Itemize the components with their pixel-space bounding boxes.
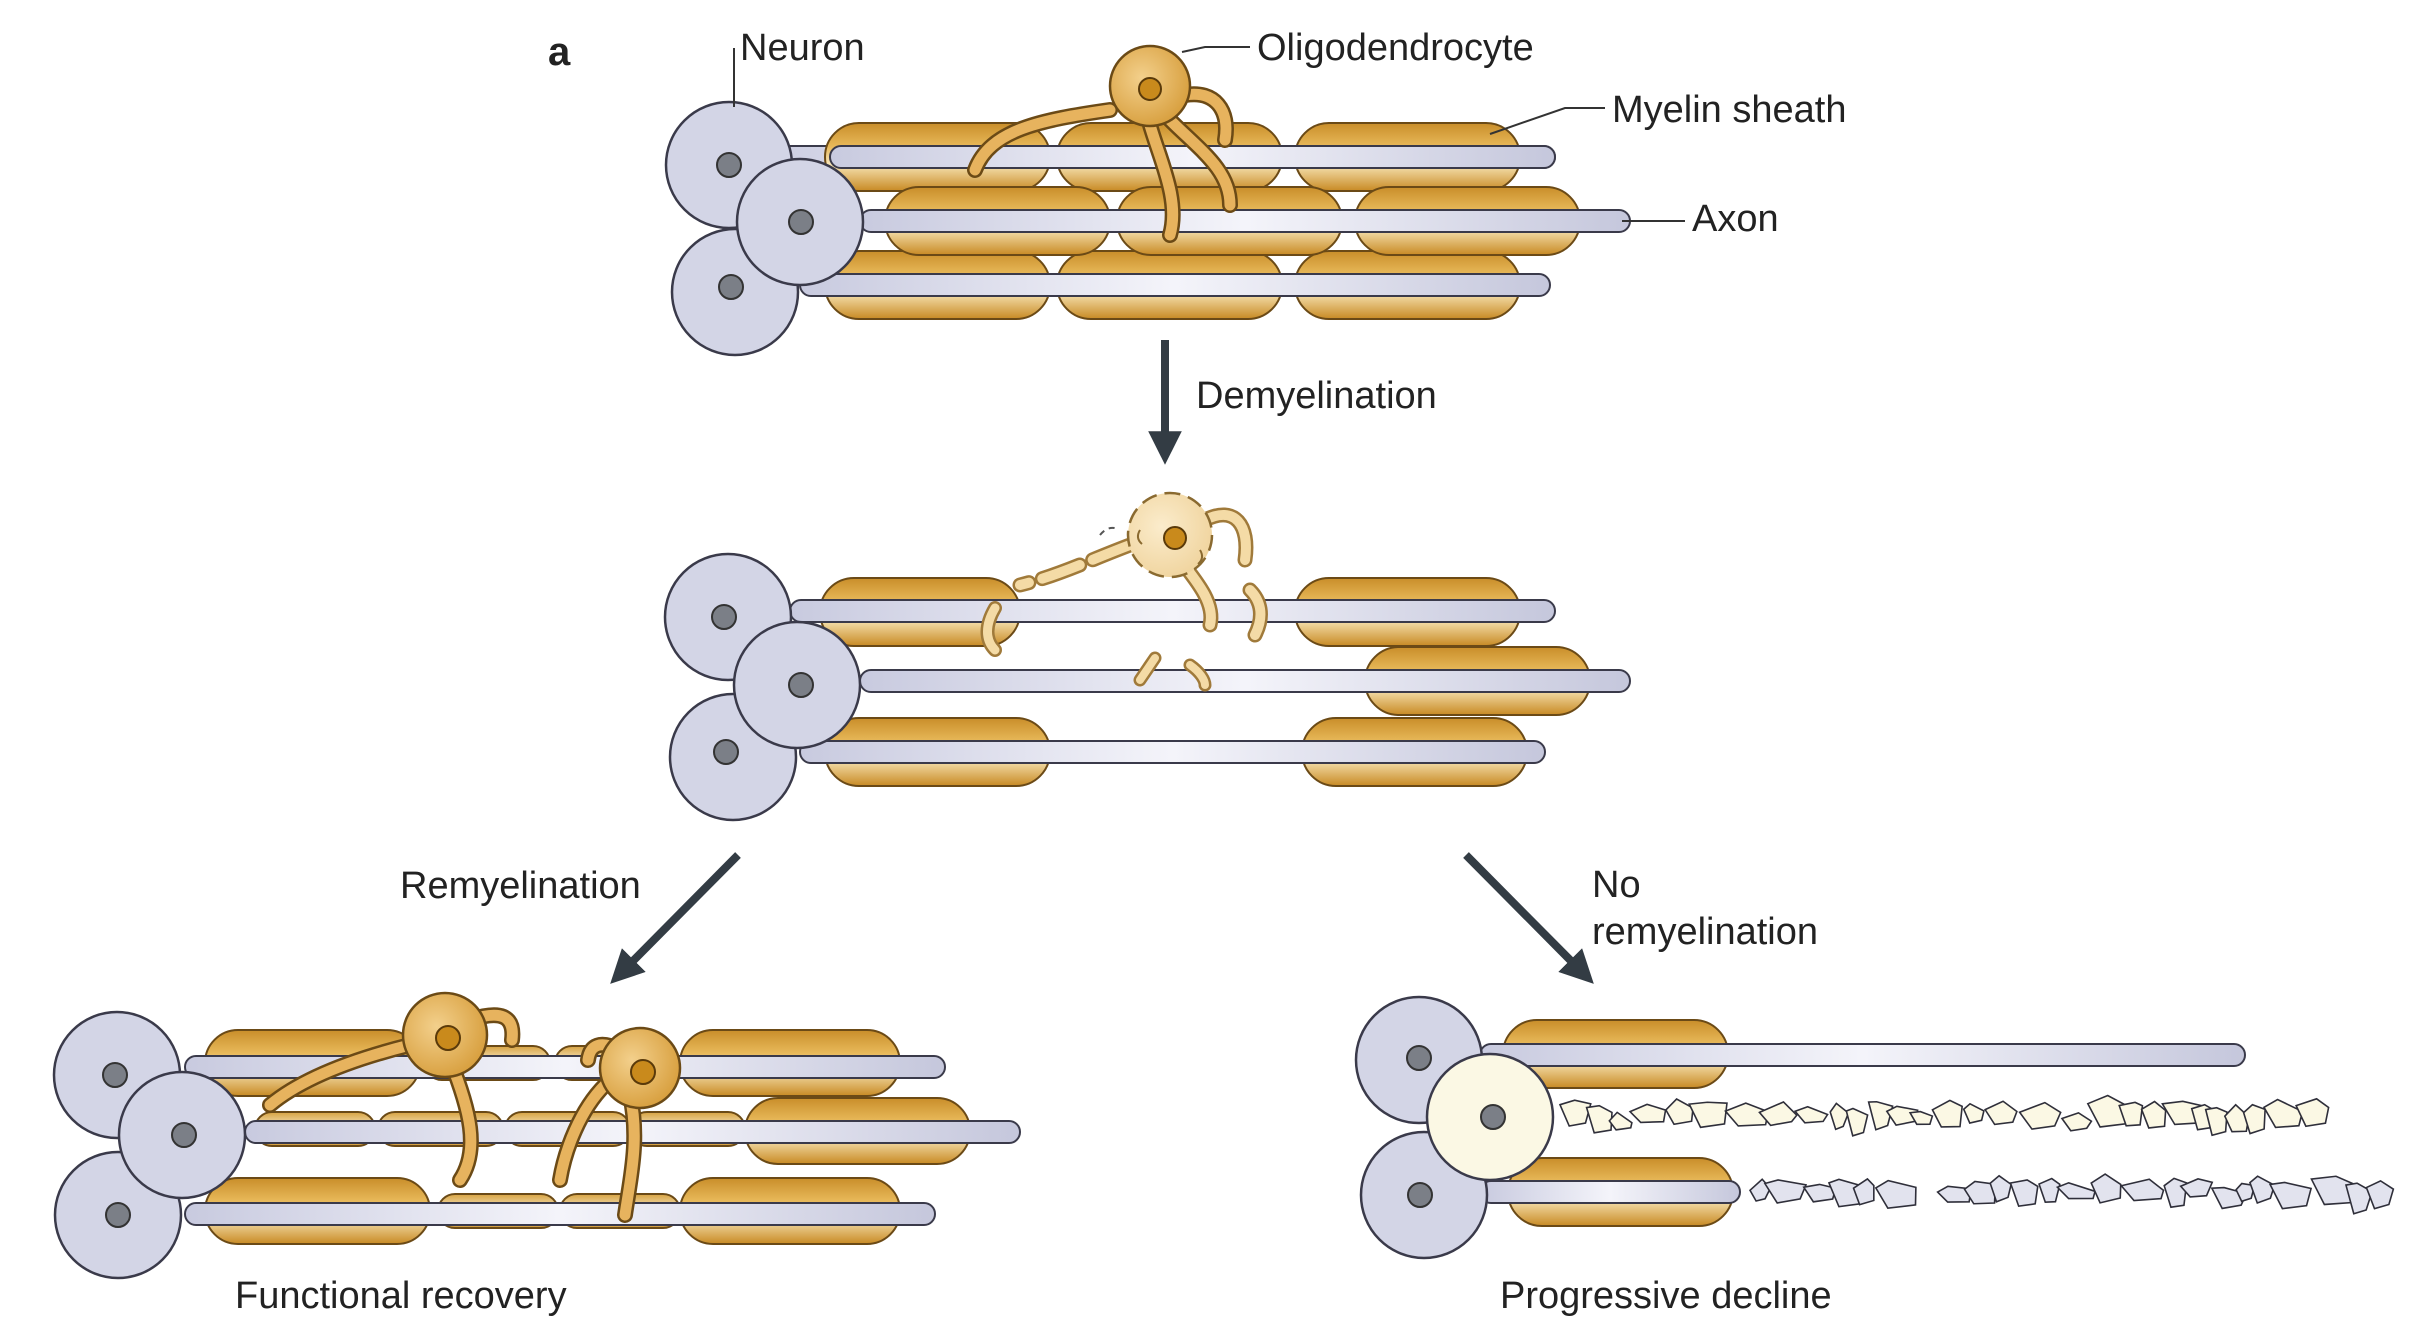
oligodendrocyte <box>552 1026 682 1223</box>
axon-fragment <box>1558 1099 1592 1127</box>
axon-fragment <box>2060 1111 2093 1132</box>
axon <box>859 669 1631 693</box>
axon-fragment <box>1758 1101 1798 1127</box>
axon-fragment <box>2018 1101 2062 1130</box>
nucleus <box>1407 1182 1433 1208</box>
axon-fragment <box>2118 1101 2144 1127</box>
nucleus <box>711 604 737 630</box>
axon-fragment <box>2204 1106 2228 1137</box>
nucleus <box>788 209 814 235</box>
axon-fragment <box>1931 1099 1964 1128</box>
nucleus <box>105 1202 131 1228</box>
axon <box>184 1202 936 1226</box>
label-no-remyelination-line2: remyelination <box>1592 911 1818 953</box>
remyelinated-panel: Functional recovery <box>52 991 1021 1317</box>
axon-fragment <box>2248 1175 2276 1205</box>
label-progressive-decline: Progressive decline <box>1500 1275 1832 1317</box>
axon-fragment <box>1874 1179 1917 1209</box>
axon-fragment <box>1688 1101 1728 1129</box>
label-remyelination: Remyelination <box>400 865 641 907</box>
nucleus <box>171 1122 197 1148</box>
axon-fragment <box>1852 1177 1875 1206</box>
axon-fragment <box>2344 1182 2374 1215</box>
degenerating-panel: Progressive decline <box>1354 995 2395 1317</box>
axon <box>799 740 1546 764</box>
label-functional-recovery: Functional recovery <box>235 1275 567 1317</box>
axon-fragment <box>2365 1179 2395 1210</box>
axon-fragment <box>2055 1181 2097 1200</box>
leader-line-oligodendrocyte <box>1181 46 1250 53</box>
axon-fragment <box>2119 1178 2165 1202</box>
axon-fragment <box>1793 1105 1829 1124</box>
axon-fragment <box>2268 1181 2313 1210</box>
nucleus <box>713 739 739 765</box>
label-neuron: Neuron <box>740 27 865 69</box>
axon-fragment <box>1989 1174 2013 1203</box>
nucleus <box>102 1062 128 1088</box>
axon-fragment <box>2262 1098 2304 1129</box>
oligodendrocyte <box>967 44 1238 243</box>
axon-fragment <box>1845 1107 1869 1137</box>
axon-fragment <box>2140 1100 2167 1129</box>
arrow-remyelination <box>610 852 741 984</box>
axon-debris <box>1558 1094 2395 1215</box>
label-demyelination: Demyelination <box>1196 375 1437 417</box>
label-no-remyelination-line1: No <box>1592 864 1641 906</box>
axon <box>1479 1180 1741 1204</box>
axon-fragment <box>2179 1178 2214 1198</box>
label-myelin-sheath: Myelin sheath <box>1612 89 1846 131</box>
axon-fragment <box>1608 1111 1633 1131</box>
healthy-panel: a Neuron Oligodendrocyte Myelin sheath A… <box>548 27 1846 357</box>
axon-fragment <box>1763 1179 1808 1204</box>
demyelinated-panel <box>663 491 1631 822</box>
axon <box>859 209 1631 233</box>
axon-fragment <box>2242 1103 2266 1135</box>
damaged-oligodendrocyte <box>980 491 1268 692</box>
axon-fragment <box>1983 1100 2018 1126</box>
axon <box>184 1055 946 1079</box>
nucleus <box>716 152 742 178</box>
axon-fragment <box>1664 1098 1694 1126</box>
label-axon: Axon <box>1692 198 1779 240</box>
axon <box>1479 1043 2246 1067</box>
nucleus <box>1406 1045 1432 1071</box>
axon-fragment <box>1908 1110 1934 1126</box>
arrow-no-remyelination <box>1463 852 1594 984</box>
axon-fragment <box>1962 1102 1985 1124</box>
axon <box>799 273 1551 297</box>
leader-line-myelin <box>1489 107 1605 135</box>
axon-fragment <box>1628 1103 1667 1124</box>
label-oligodendrocyte: Oligodendrocyte <box>1257 27 1534 69</box>
axon-fragment <box>2163 1177 2188 1209</box>
axon-fragment <box>2090 1173 2122 1204</box>
axon-fragment <box>2038 1177 2061 1204</box>
axon-fragment <box>2295 1097 2330 1128</box>
nucleus <box>718 274 744 300</box>
axon-fragment <box>1585 1104 1613 1134</box>
nucleus <box>788 672 814 698</box>
axon-fragment <box>2009 1179 2039 1208</box>
axon <box>789 599 1556 623</box>
panel-letter: a <box>548 30 571 74</box>
oligodendrocyte <box>262 991 521 1188</box>
axon-fragment <box>1829 1102 1850 1131</box>
nucleus <box>1480 1104 1506 1130</box>
